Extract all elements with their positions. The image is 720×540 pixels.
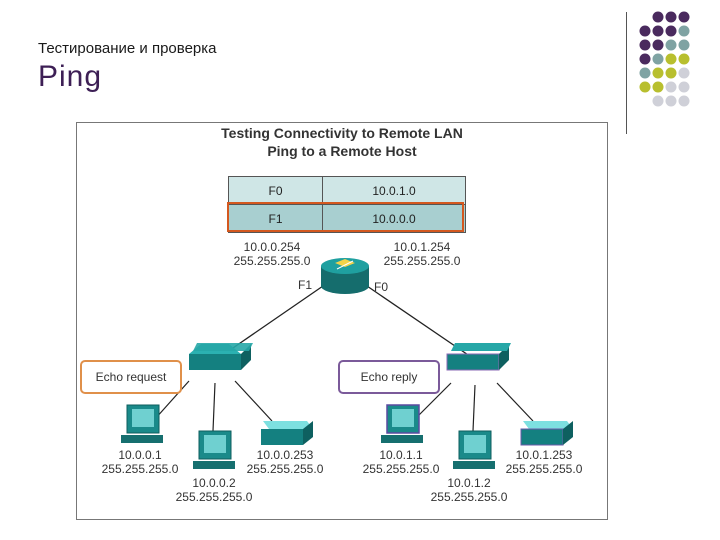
- rt-network: 10.0.0.0: [322, 204, 466, 233]
- router-icon: [321, 258, 369, 294]
- printer-icon: [520, 421, 573, 446]
- decorative-dot: [665, 95, 677, 107]
- echo-reply-callout: Echo reply: [338, 360, 440, 394]
- link-switch-host: [472, 384, 476, 432]
- decorative-dot: [678, 67, 690, 79]
- decorative-dot: [652, 25, 664, 37]
- switch-left-icon: [189, 343, 253, 370]
- printer-icon: [261, 421, 313, 445]
- decorative-dot: [639, 67, 651, 79]
- router-right-mask: 255.255.255.0: [383, 254, 461, 268]
- decorative-dot: [665, 67, 677, 79]
- pc-icon: [193, 430, 235, 469]
- host-mask: 255.255.255.0: [362, 462, 440, 476]
- routing-table-row: F1 10.0.0.0: [228, 204, 466, 233]
- link-switch-host: [212, 382, 216, 432]
- host-ip: 10.0.0.1: [118, 448, 162, 462]
- host-mask: 255.255.255.0: [101, 462, 179, 476]
- decorative-dot: [665, 25, 677, 37]
- router-left-mask: 255.255.255.0: [233, 254, 311, 268]
- link-switch-host: [234, 380, 273, 422]
- router-port-f0: F0: [373, 280, 388, 294]
- decorative-dot: [639, 81, 651, 93]
- pc-icon: [121, 404, 163, 443]
- decorative-dot: [652, 39, 664, 51]
- link-switch-host: [496, 382, 534, 422]
- decorative-dot: [639, 25, 651, 37]
- decorative-dot: [639, 39, 651, 51]
- host-ip: 10.0.0.253: [256, 448, 314, 462]
- host-mask: 255.255.255.0: [505, 462, 583, 476]
- decorative-dot: [665, 81, 677, 93]
- decorative-dot: [652, 11, 664, 23]
- decorative-dot: [678, 11, 690, 23]
- pc-icon: [453, 430, 495, 469]
- decorative-dot: [678, 39, 690, 51]
- link-switch-host: [154, 380, 190, 420]
- slide-subtitle: Тестирование и проверка: [38, 40, 217, 57]
- host-ip: 10.0.1.2: [447, 476, 491, 490]
- link-switch-host: [414, 382, 452, 420]
- decorative-dot: [652, 81, 664, 93]
- rt-interface: F1: [228, 204, 323, 233]
- host-ip: 10.0.1.1: [379, 448, 423, 462]
- routing-table-highlight: [227, 202, 464, 232]
- routing-table: F0 10.0.1.0 F1 10.0.0.0: [228, 176, 466, 233]
- host-ip: 10.0.1.253: [515, 448, 573, 462]
- network-diagram: Testing Connectivity to Remote LAN Ping …: [76, 122, 608, 520]
- decorative-dot: [678, 25, 690, 37]
- host-mask: 255.255.255.0: [175, 490, 253, 504]
- host-mask: 255.255.255.0: [246, 462, 324, 476]
- host-mask: 255.255.255.0: [430, 490, 508, 504]
- decorative-dot: [665, 53, 677, 65]
- diagram-title-line2: Ping to a Remote Host: [267, 143, 417, 159]
- decorative-dot: [678, 53, 690, 65]
- decorative-dot: [639, 53, 651, 65]
- diagram-title-line1: Testing Connectivity to Remote LAN: [221, 125, 463, 141]
- pc-icon: [381, 404, 423, 443]
- rt-network: 10.0.1.0: [322, 176, 466, 205]
- decorative-dot: [665, 11, 677, 23]
- switch-right-icon: [446, 343, 511, 371]
- decorative-dot: [665, 39, 677, 51]
- slide-title: Ping: [38, 60, 103, 93]
- topology-drawing: [121, 258, 573, 469]
- decorative-dot: [678, 81, 690, 93]
- decorative-dot: [678, 95, 690, 107]
- decorative-dot: [652, 53, 664, 65]
- router-port-f1: F1: [297, 278, 312, 292]
- router-right-ip: 10.0.1.254: [393, 240, 451, 254]
- divider-line: [626, 12, 627, 134]
- decorative-dot: [652, 95, 664, 107]
- router-left-ip: 10.0.0.254: [243, 240, 301, 254]
- host-ip: 10.0.0.2: [192, 476, 236, 490]
- echo-request-callout: Echo request: [80, 360, 182, 394]
- decorative-dot: [652, 67, 664, 79]
